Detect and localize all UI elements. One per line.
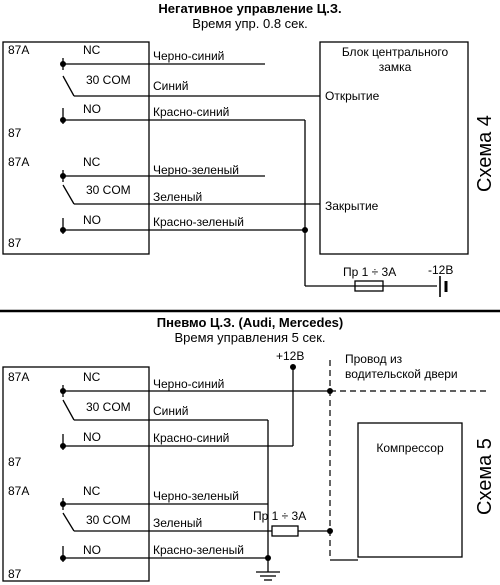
- wire-label-black-blue: Черно-синий: [153, 49, 224, 63]
- relay-pin-87a: 87A: [8, 484, 29, 498]
- scheme5-title: Пневмо Ц.З. (Audi, Mercedes): [157, 315, 343, 330]
- relay-switch-arm: [62, 184, 75, 205]
- open-label: Открытие: [325, 89, 380, 103]
- wire-label-blue: Синий: [153, 79, 188, 93]
- scheme4-title: Негативное управление Ц.З.: [158, 1, 341, 16]
- scheme4-subtitle: Время упр. 0.8 сек.: [192, 16, 307, 31]
- relay-nc-label: NC: [83, 484, 101, 498]
- wire-label-black-blue: Черно-синий: [153, 377, 224, 391]
- fuse-label: Пр 1 ÷ 3А: [253, 509, 306, 523]
- relay-nc-label: NC: [83, 370, 101, 384]
- scheme5-subtitle: Время управления 5 сек.: [174, 330, 325, 345]
- scheme4-label: Схема 4: [474, 115, 496, 192]
- relay-pin-87: 87: [8, 236, 22, 250]
- scheme4-relay-block: [2, 41, 150, 255]
- close-label: Закрытие: [325, 199, 379, 213]
- wire-label-black-green: Черно-зеленый: [153, 489, 239, 503]
- compressor-label: Компрессор: [376, 441, 444, 455]
- ground-icon: [256, 571, 280, 581]
- wire-label-blue: Синий: [153, 404, 188, 418]
- scheme4-relay-1: 87A NC 30 COM NO 87: [8, 43, 149, 140]
- relay-no-label: NO: [83, 543, 101, 557]
- supply-plus-label: +12В: [276, 349, 304, 363]
- relay-switch-arm: [62, 399, 75, 421]
- relay-pin-87: 87: [8, 455, 22, 469]
- relay-nc-label: NC: [83, 43, 101, 57]
- scheme5-label: Схема 5: [474, 438, 496, 515]
- compressor-box: [357, 422, 463, 558]
- relay-pin-87: 87: [8, 567, 22, 581]
- supply-label: -12В: [428, 263, 453, 277]
- relay-switch-arm: [62, 75, 75, 97]
- relay-pin-87a: 87A: [8, 370, 29, 384]
- relay-pin-87a: 87A: [8, 43, 29, 57]
- relay-com-label: 30 COM: [86, 183, 131, 197]
- battery-icon: [439, 276, 448, 297]
- relay-com-label: 30 COM: [86, 73, 131, 87]
- scheme5-relay-block: [2, 366, 150, 582]
- wire-label-green: Зеленый: [153, 516, 202, 530]
- door-wire-label-1: Провод из: [345, 352, 403, 366]
- relay-switch-arm: [62, 512, 75, 532]
- wire-label-red-blue: Красно-синий: [153, 431, 229, 445]
- wire-label-red-blue: Красно-синий: [153, 105, 229, 119]
- wire-label-red-green: Красно-зеленый: [153, 543, 244, 557]
- lock-unit-title-1: Блок центрального: [342, 45, 449, 59]
- relay-no-label: NO: [83, 102, 101, 116]
- relay-com-label: 30 COM: [86, 400, 131, 414]
- wire-label-red-green: Красно-зеленый: [153, 215, 244, 229]
- relay-pin-87: 87: [8, 126, 22, 140]
- door-wire-label-2: водительской двери: [345, 367, 458, 381]
- relay-pin-87a: 87A: [8, 155, 29, 169]
- lock-unit-title-2: замка: [379, 60, 412, 74]
- scheme5-relay-2: 87A NC 30 COM NO 87: [8, 484, 149, 581]
- relay-com-label: 30 COM: [86, 513, 131, 527]
- relay-nc-label: NC: [83, 155, 101, 169]
- relay-no-label: NO: [83, 213, 101, 227]
- fuse-label: Пр 1 ÷ 3А: [343, 265, 396, 279]
- wire-label-black-green: Черно-зеленый: [153, 163, 239, 177]
- relay-no-label: NO: [83, 430, 101, 444]
- fuse-icon: [271, 525, 299, 537]
- scheme4-relay-2: 87A NC 30 COM NO 87: [8, 155, 149, 250]
- central-lock-unit: [319, 41, 469, 255]
- wire-label-green: Зеленый: [153, 190, 202, 204]
- scheme5-relay-1: 87A NC 30 COM NO 87: [8, 370, 149, 469]
